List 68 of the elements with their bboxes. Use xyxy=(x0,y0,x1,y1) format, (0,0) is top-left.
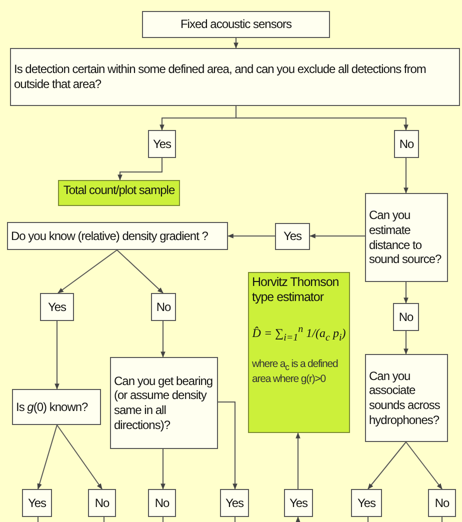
arrow xyxy=(118,158,162,181)
arrow xyxy=(296,516,300,522)
arrow xyxy=(116,250,164,294)
question-box xyxy=(12,389,101,425)
question-box xyxy=(365,354,448,442)
question-box xyxy=(365,193,448,282)
arrow xyxy=(406,442,442,490)
answer-box xyxy=(275,223,310,250)
answer-box xyxy=(428,489,456,517)
node-text: Fixed acoustic sensors xyxy=(180,17,292,32)
question-box xyxy=(142,11,330,38)
node-text: Is detection certain within some defined area, and can you exclude all detections from outside that area? xyxy=(14,62,427,92)
arrow xyxy=(160,320,166,358)
arrow xyxy=(37,424,58,490)
answer-box xyxy=(351,489,382,517)
node-text: Do you know (relative) density gradient ? xyxy=(11,228,209,244)
arrow xyxy=(296,432,300,490)
answer-box xyxy=(394,130,419,158)
question-box xyxy=(7,222,228,250)
answer-label: Yes xyxy=(357,496,376,510)
node-text: Is g(0) known? xyxy=(16,400,89,414)
arrow xyxy=(227,234,276,238)
arrow xyxy=(236,106,408,131)
answer-label: Yes xyxy=(152,136,172,152)
arrow xyxy=(234,38,238,49)
answer-label: No xyxy=(434,496,450,510)
answer-box xyxy=(148,489,176,517)
answer-label: No xyxy=(398,310,414,324)
result-box xyxy=(58,180,180,206)
node-text: Can you estimate distance to sound source? xyxy=(369,208,442,267)
answer-label: Yes xyxy=(48,300,66,314)
answer-label: No xyxy=(94,496,110,510)
answer-label: Yes xyxy=(225,496,244,510)
node-text: Total count/plot sample xyxy=(63,183,175,198)
answer-label: Yes xyxy=(283,229,302,244)
node-text: where a$_{c}$ is a defined area where g(r)>0 xyxy=(252,358,339,386)
answer-box xyxy=(40,293,74,321)
arrow xyxy=(368,442,406,490)
answer-box xyxy=(393,303,419,331)
connector-line xyxy=(162,516,164,522)
question-box xyxy=(10,48,460,106)
answer-box xyxy=(148,130,176,158)
arrow xyxy=(218,402,238,490)
answer-box xyxy=(151,293,176,321)
arrow xyxy=(309,234,366,238)
answer-box xyxy=(88,489,116,517)
arrow xyxy=(56,424,102,490)
question-box xyxy=(110,357,218,449)
arrow xyxy=(404,330,408,355)
answer-label: Yes xyxy=(289,496,308,510)
answer-box xyxy=(284,489,313,517)
arrow xyxy=(54,320,60,390)
answer-box xyxy=(22,489,52,517)
answer-label: No xyxy=(154,496,170,510)
answer-label: No xyxy=(156,300,171,314)
formula: D̂ = ∑$_{i=1}$$^{n}$ 1/(a$_{c}$ p$_{i}$) xyxy=(252,324,346,344)
result-box xyxy=(248,272,350,433)
connector-line xyxy=(234,516,236,522)
answer-box xyxy=(220,489,249,517)
answer-label: No xyxy=(399,136,414,152)
arrow xyxy=(58,250,118,294)
arrow xyxy=(160,448,166,490)
node-text: Can you associate sounds across hydrophones? xyxy=(369,368,441,428)
arrow xyxy=(404,158,408,194)
node-text: Can you get bearing (or assume density same in all directions)? xyxy=(114,374,214,432)
answer-label: Yes xyxy=(28,496,46,510)
node-text: Horvitz Thomson type estimator xyxy=(252,275,340,306)
arrow xyxy=(404,282,408,304)
